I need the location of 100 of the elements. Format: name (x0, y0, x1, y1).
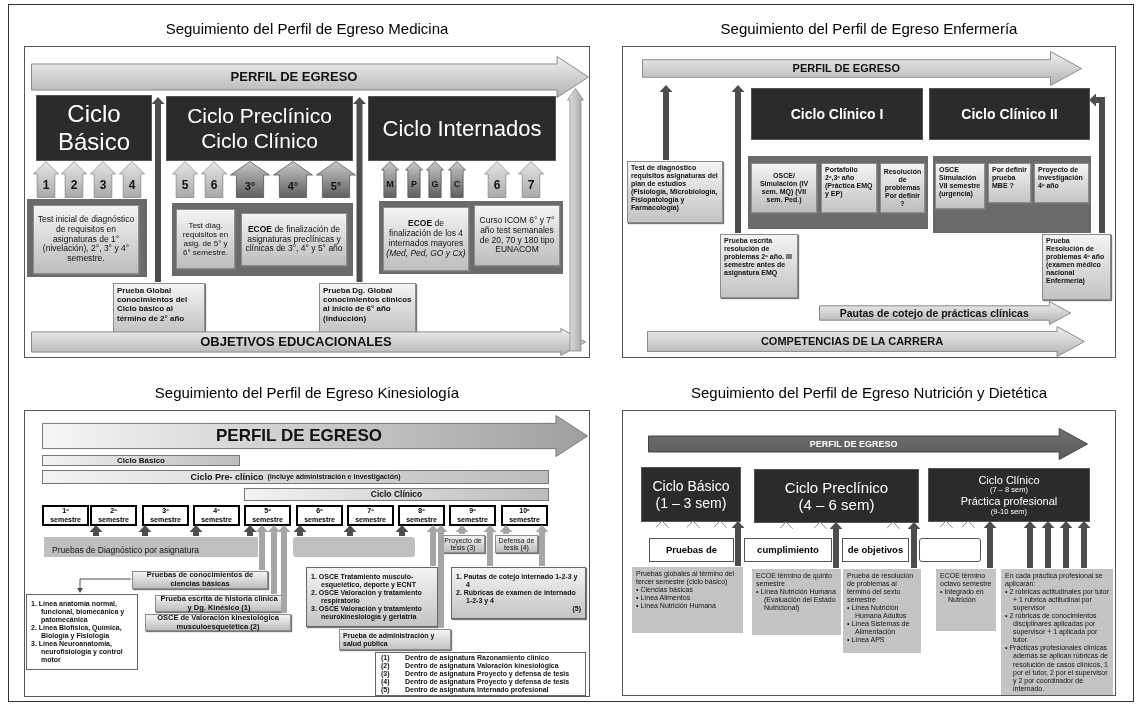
step-marker (518, 161, 544, 198)
group-band (172, 203, 353, 276)
semester-box (42, 505, 89, 526)
block-arrow (502, 525, 510, 534)
list-box (26, 594, 138, 670)
banner-label: OBJETIVOS EDUCACIONALES (200, 334, 392, 350)
semester-box (244, 505, 291, 526)
step-number: 7 (527, 179, 535, 193)
note-box (627, 161, 723, 223)
block-arrow (258, 525, 266, 570)
banner (647, 326, 1085, 357)
semester-box (347, 505, 394, 526)
panel-title: Seguimiento del Perfil de Egreso Nutrición y Dietética (690, 384, 1048, 402)
bar-label: cumplimiento (757, 544, 819, 556)
step-number: M (386, 178, 394, 190)
test-description: Test diag. requisitos en asig. de 5° y 6° semestre. (181, 220, 230, 258)
step-marker (316, 161, 356, 198)
semester-box (501, 505, 548, 526)
text-box (752, 569, 841, 635)
test-bar (842, 538, 909, 562)
cycle-bar (244, 488, 549, 501)
note-box (720, 234, 798, 298)
panel-title: Seguimiento del Perfil de Egreso Kinesiología (153, 384, 461, 402)
test-description: ECOE de finalización de los 4 internados mayores (Med, Ped, GO y Cx) (386, 219, 466, 259)
stage-title: (4 – 6 sem) (798, 496, 875, 514)
banner (642, 51, 1082, 86)
block-arrow (734, 85, 742, 233)
step-marker (119, 161, 145, 198)
test-box (241, 213, 347, 266)
test-box (145, 614, 291, 631)
semester-box (193, 505, 240, 526)
stage-title: Ciclo Clínico II (961, 105, 1058, 123)
stage-box (754, 469, 919, 523)
step-number: 3 (99, 179, 107, 193)
step-marker (201, 161, 227, 198)
group-band (748, 156, 928, 229)
note-box (319, 283, 416, 333)
semester-box (398, 505, 445, 526)
step-marker (426, 161, 444, 198)
note-box (821, 163, 877, 213)
test-box (176, 209, 235, 269)
cycle-label: Ciclo Clínico (370, 489, 423, 500)
banner-label: COMPETENCIAS DE LA CARRERA (760, 335, 944, 348)
step-number: P (411, 178, 417, 190)
semester-box (90, 505, 137, 526)
text-box (936, 569, 996, 631)
note-box (988, 163, 1031, 203)
group-band (379, 201, 563, 274)
block-arrow (246, 525, 254, 536)
test-box (132, 571, 268, 589)
text-box (843, 569, 921, 653)
step-number: C (453, 178, 461, 190)
step-number: 6 (493, 179, 501, 193)
note-box (1042, 234, 1111, 300)
step-number: 5 (181, 179, 189, 193)
stage-title: Ciclo Clínico (978, 473, 1040, 487)
semester-box (449, 505, 496, 526)
step-marker (405, 161, 423, 198)
test-box (474, 205, 560, 266)
step-marker (381, 161, 399, 198)
block-arrow (1062, 521, 1070, 568)
stage-title: Ciclo Clínico (201, 128, 318, 153)
stage-title: Ciclo Clínico I (790, 105, 884, 123)
block-arrow (429, 525, 437, 566)
test-box (155, 595, 283, 612)
step-marker (172, 161, 198, 198)
cycle-label: Ciclo Básico (117, 455, 165, 466)
block-arrow (192, 525, 200, 536)
stage-title: Ciclo Internados (382, 115, 542, 142)
semester-box (142, 505, 189, 526)
text-box (1001, 569, 1113, 695)
test-bar (293, 537, 415, 557)
cycle-bar (42, 455, 240, 466)
note-box (113, 283, 205, 333)
block-arrow (832, 522, 840, 568)
step-marker (230, 161, 270, 198)
stage-box (641, 467, 741, 522)
banner (648, 428, 1088, 460)
block-arrow (346, 525, 354, 536)
banner (819, 301, 1071, 325)
block-arrow (280, 525, 288, 613)
stage-title: (1 – 3 sem) (655, 494, 727, 511)
stage-box (368, 96, 556, 161)
block-arrow (486, 525, 494, 566)
block-arrow (538, 525, 546, 566)
stage-title: Práctica profesional (960, 495, 1058, 508)
cycle-bar (42, 470, 549, 484)
banner (42, 415, 588, 457)
banner-label: PERFIL DE EGRESO (792, 62, 900, 75)
step-number: 2 (70, 179, 78, 193)
step-marker (484, 161, 510, 198)
step-marker (273, 161, 313, 198)
banner-label: Pautas de cotejo de prácticas clínicas (839, 306, 1029, 319)
stage-box (751, 88, 923, 140)
block-arrow (986, 521, 994, 568)
stage-title: Ciclo Preclínico (187, 104, 332, 129)
test-box (751, 163, 817, 213)
leader-arrow (77, 578, 132, 593)
stage-title: Ciclo Preclínico (784, 478, 889, 496)
text-box (632, 567, 743, 633)
